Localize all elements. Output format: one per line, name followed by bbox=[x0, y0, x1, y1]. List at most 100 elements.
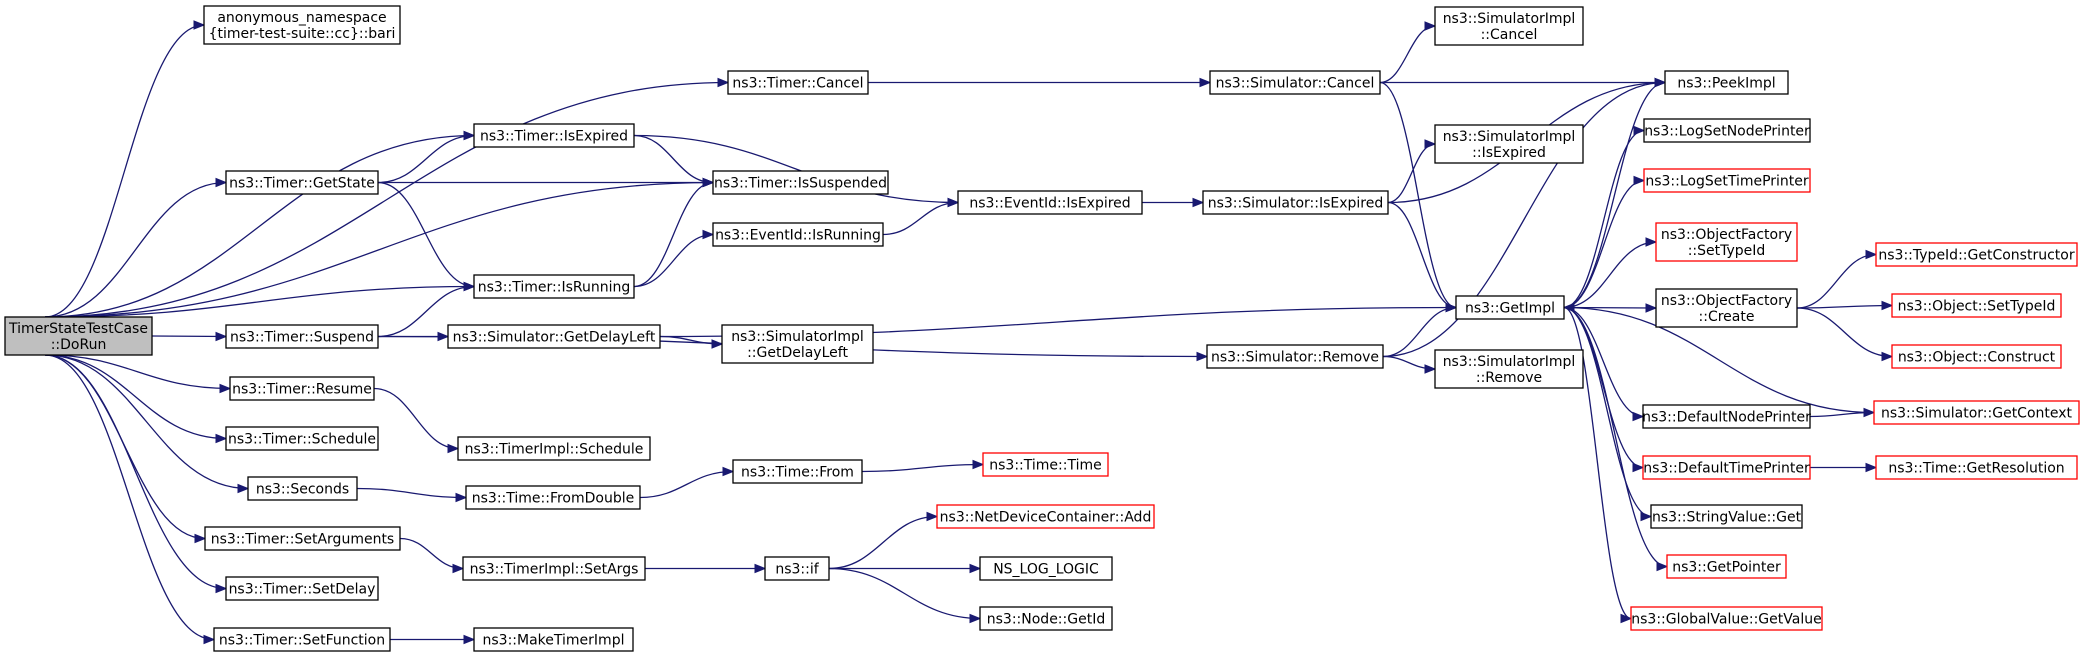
node-resume[interactable]: ns3::Timer::Resume bbox=[229, 376, 375, 401]
node-simgetcontext[interactable]: ns3::Simulator::GetContext bbox=[1873, 400, 2080, 425]
node-stringvalueget[interactable]: ns3::StringValue::Get bbox=[1650, 504, 1803, 529]
arrowhead-icon bbox=[722, 466, 735, 477]
node-getpointer[interactable]: ns3::GetPointer bbox=[1666, 554, 1787, 579]
node-typeidgetconstructor[interactable]: ns3::TypeId::GetConstructor bbox=[1875, 242, 2078, 267]
node-label: ns3::Time::Time bbox=[989, 458, 1101, 474]
node-ofcreate[interactable]: ns3::ObjectFactory::Create bbox=[1655, 288, 1798, 328]
node-getstate[interactable]: ns3::Timer::GetState bbox=[225, 170, 379, 195]
edge-line bbox=[44, 354, 227, 440]
call-edge-suspend-to-isrunning bbox=[377, 281, 476, 338]
call-edge-getstate-to-isexpired bbox=[377, 130, 476, 184]
node-bari[interactable]: anonymous_namespace{timer-test-suite::cc… bbox=[203, 5, 401, 45]
node-simisexpired[interactable]: ns3::Simulator::IsExpired bbox=[1202, 190, 1389, 215]
edge-line bbox=[1563, 129, 1645, 309]
node-box bbox=[457, 436, 651, 461]
node-timerimplschedule[interactable]: ns3::TimerImpl::Schedule bbox=[457, 436, 651, 461]
edge-line bbox=[633, 233, 714, 288]
arrowhead-icon bbox=[203, 634, 216, 645]
call-edge-root-to-setdelay bbox=[44, 354, 228, 594]
node-seconds[interactable]: ns3::Seconds bbox=[247, 476, 358, 501]
node-box bbox=[1875, 242, 2078, 267]
edge-line bbox=[1796, 253, 1877, 309]
node-root[interactable]: TimerStateTestCase::DoRun bbox=[4, 316, 153, 356]
node-peekimpl[interactable]: ns3::PeekImpl bbox=[1664, 70, 1789, 95]
node-globalvalueget[interactable]: ns3::GlobalValue::GetValue bbox=[1630, 606, 1823, 631]
edge-line bbox=[1563, 306, 1644, 418]
node-label: ns3::ObjectFactory bbox=[1661, 227, 1792, 243]
node-if[interactable]: ns3::if bbox=[764, 556, 830, 581]
node-setargs[interactable]: ns3::TimerImpl::SetArgs bbox=[462, 556, 646, 581]
node-cancel[interactable]: ns3::Timer::Cancel bbox=[727, 70, 869, 95]
edge-line bbox=[1563, 306, 1632, 620]
arrowhead-icon bbox=[1196, 351, 1209, 362]
call-edge-getimpl-to-defaulttimeprinter bbox=[1563, 306, 1645, 473]
edge-line bbox=[1563, 306, 1668, 568]
node-simremove[interactable]: ns3::Simulator::Remove bbox=[1206, 344, 1384, 369]
node-nslog[interactable]: NS_LOG_LOGIC bbox=[979, 556, 1113, 581]
node-logsettimeprinter[interactable]: ns3::LogSetTimePrinter bbox=[1643, 168, 1811, 193]
node-schedule[interactable]: ns3::Timer::Schedule bbox=[225, 426, 379, 451]
node-implcancel[interactable]: ns3::SimulatorImpl::Cancel bbox=[1434, 6, 1584, 46]
call-edge-fromdouble-to-timefrom bbox=[639, 466, 735, 499]
node-box bbox=[1455, 295, 1565, 320]
node-logsetnodeprinter[interactable]: ns3::LogSetNodePrinter bbox=[1643, 118, 1811, 143]
node-box bbox=[462, 556, 646, 581]
node-label: ns3::EventId::IsExpired bbox=[969, 196, 1130, 212]
node-setdelay[interactable]: ns3::Timer::SetDelay bbox=[225, 576, 379, 601]
node-box bbox=[225, 426, 379, 451]
node-nodegetid[interactable]: ns3::Node::GetId bbox=[979, 606, 1113, 631]
node-box bbox=[473, 274, 635, 299]
node-box bbox=[1873, 400, 2080, 425]
node-timetime[interactable]: ns3::Time::Time bbox=[982, 452, 1109, 477]
node-maketimerimpl[interactable]: ns3::MakeTimerImpl bbox=[473, 627, 634, 652]
node-ofsettypeid[interactable]: ns3::ObjectFactory::SetTypeId bbox=[1655, 222, 1798, 262]
node-eventisrunning[interactable]: ns3::EventId::IsRunning bbox=[712, 222, 884, 247]
node-defaulttimeprinter[interactable]: ns3::DefaultTimePrinter bbox=[1642, 455, 1811, 480]
call-edge-getimpl-to-defaultnodeprinter bbox=[1563, 306, 1645, 422]
edge-line bbox=[44, 134, 475, 318]
node-implisexpired[interactable]: ns3::SimulatorImpl::IsExpired bbox=[1434, 124, 1584, 164]
node-issuspended[interactable]: ns3::Timer::IsSuspended bbox=[712, 170, 889, 195]
node-label: ns3::Timer::IsSuspended bbox=[714, 176, 887, 192]
node-defaultnodeprinter[interactable]: ns3::DefaultNodePrinter bbox=[1642, 404, 1811, 429]
node-box bbox=[1630, 606, 1823, 631]
node-objectsettypeid[interactable]: ns3::Object::SetTypeId bbox=[1891, 293, 2062, 318]
node-getimpl[interactable]: ns3::GetImpl bbox=[1455, 295, 1565, 320]
node-box bbox=[982, 452, 1109, 477]
call-edge-simcancel-to-getimpl bbox=[1379, 81, 1458, 313]
node-setfunction[interactable]: ns3::Timer::SetFunction bbox=[213, 627, 391, 652]
node-implremove[interactable]: ns3::SimulatorImpl::Remove bbox=[1434, 349, 1584, 389]
node-box bbox=[1875, 455, 2078, 480]
call-edge-ofcreate-to-objectconstruct bbox=[1796, 307, 1894, 362]
node-box bbox=[1655, 222, 1798, 262]
node-objectconstruct[interactable]: ns3::Object::Construct bbox=[1891, 344, 2062, 369]
node-label: ns3::Simulator::IsExpired bbox=[1208, 196, 1384, 212]
edge-line bbox=[44, 354, 215, 641]
call-edge-defaulttimeprinter-to-timegetresolution bbox=[1810, 462, 1878, 473]
arrowhead-icon bbox=[455, 492, 468, 503]
node-isrunning[interactable]: ns3::Timer::IsRunning bbox=[473, 274, 635, 299]
node-timegetresolution[interactable]: ns3::Time::GetResolution bbox=[1875, 455, 2078, 480]
node-label: ns3::TypeId::GetConstructor bbox=[1878, 248, 2074, 264]
node-box bbox=[473, 123, 635, 148]
node-suspend[interactable]: ns3::Timer::Suspend bbox=[225, 324, 379, 349]
node-isexpired[interactable]: ns3::Timer::IsExpired bbox=[473, 123, 635, 148]
call-edge-eventisrunning-to-eventisexpired bbox=[882, 197, 960, 236]
arrowhead-icon bbox=[1632, 411, 1645, 422]
call-edge-simgetcontext-to-getimpl bbox=[1562, 302, 1875, 414]
node-fromdouble[interactable]: ns3::Time::FromDouble bbox=[465, 485, 641, 510]
node-setarguments[interactable]: ns3::Timer::SetArguments bbox=[204, 526, 401, 551]
node-simcancel[interactable]: ns3::Simulator::Cancel bbox=[1209, 70, 1381, 95]
edge-line bbox=[1379, 25, 1436, 84]
call-edge-root-to-bari bbox=[44, 20, 206, 318]
node-implgetdelayleft[interactable]: ns3::SimulatorImpl::GetDelayLeft bbox=[721, 324, 874, 364]
node-label: ns3::TimerImpl::Schedule bbox=[465, 442, 644, 458]
edge-line bbox=[1563, 81, 1666, 309]
node-eventisexpired[interactable]: ns3::EventId::IsExpired bbox=[957, 190, 1143, 215]
edge-line bbox=[828, 515, 938, 570]
node-box bbox=[1209, 70, 1381, 95]
node-ndcadd[interactable]: ns3::NetDeviceContainer::Add bbox=[936, 504, 1155, 529]
node-timefrom[interactable]: ns3::Time::From bbox=[732, 459, 863, 484]
node-box bbox=[1642, 404, 1811, 429]
node-getdelayleft[interactable]: ns3::Simulator::GetDelayLeft bbox=[447, 324, 661, 349]
